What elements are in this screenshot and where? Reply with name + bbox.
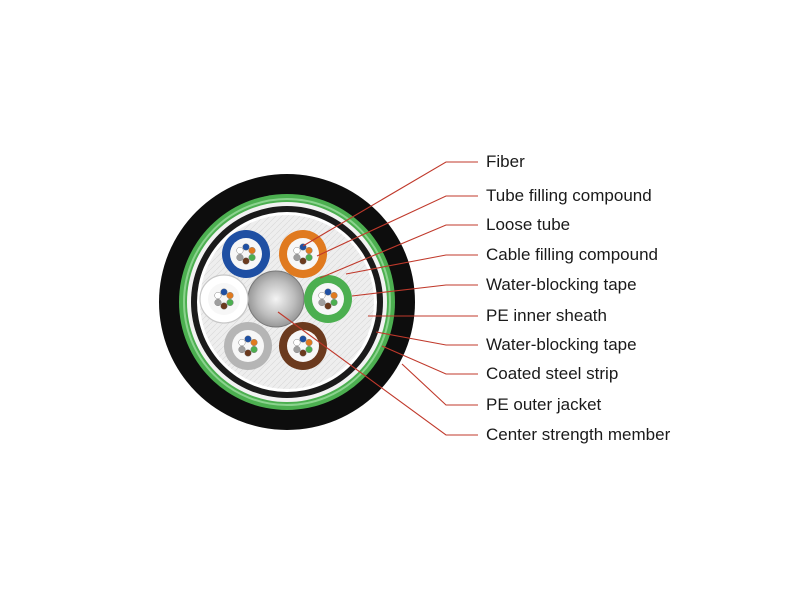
fiber (242, 243, 250, 251)
fiber (305, 246, 313, 255)
fiber (330, 291, 338, 300)
label-pe-outer-jacket: PE outer jacket (486, 395, 602, 414)
label-coated-steel-strip: Coated steel strip (486, 364, 619, 383)
fiber (293, 253, 301, 262)
leader-line (351, 284, 478, 297)
leader-line (302, 161, 478, 247)
fiber (226, 291, 234, 300)
fiber (293, 246, 301, 255)
fiber (242, 257, 250, 265)
fiber (299, 257, 307, 265)
fiber (293, 345, 301, 354)
tube-filling-compound (287, 330, 319, 362)
label-pe-inner-sheath: PE inner sheath (486, 306, 607, 325)
steel-strip-highlight (183, 198, 391, 406)
fiber (244, 335, 252, 343)
fiber (305, 338, 313, 347)
fiber (299, 349, 307, 357)
tube-filling-compound (208, 283, 240, 315)
leader-line (345, 254, 478, 275)
label-tube-filling-compound: Tube filling compound (486, 186, 652, 205)
fiber (250, 338, 258, 347)
fiber (214, 298, 222, 307)
fiber (226, 298, 234, 307)
leader-line (319, 224, 478, 279)
label-cable-filling-compound: Cable filling compound (486, 245, 658, 264)
label-loose-tube: Loose tube (486, 215, 571, 234)
label-center-strength-member: Center strength member (486, 425, 671, 444)
tube-filling-compound (232, 330, 264, 362)
fiber (248, 253, 256, 262)
tube-filling-compound (230, 238, 262, 270)
tube-filling-compound (287, 238, 319, 270)
label-water-blocking-tape-2: Water-blocking tape (486, 335, 637, 354)
leader-line (277, 311, 478, 436)
fiber (318, 298, 326, 307)
fiber (305, 345, 313, 354)
leader-line (316, 195, 478, 257)
loose-tubes-group (199, 230, 352, 370)
fiber (299, 335, 307, 343)
fiber (220, 302, 228, 310)
fiber (305, 253, 313, 262)
label-fiber: Fiber (486, 152, 525, 171)
fiber (248, 246, 256, 255)
fiber (318, 291, 326, 300)
leader-line (375, 331, 478, 346)
fiber (236, 246, 244, 255)
label-water-blocking-tape-1: Water-blocking tape (486, 275, 637, 294)
fiber (238, 345, 246, 354)
fiber (293, 338, 301, 347)
leader-lines-group (277, 161, 478, 436)
fiber (330, 298, 338, 307)
tube-filling-compound (312, 283, 344, 315)
fiber (236, 253, 244, 262)
fiber (238, 338, 246, 347)
fiber (250, 345, 258, 354)
leader-line (401, 363, 478, 406)
leader-line (381, 345, 478, 375)
fiber (244, 349, 252, 357)
fiber (324, 302, 332, 310)
center-strength-member (247, 270, 305, 328)
fiber (214, 291, 222, 300)
fiber (324, 288, 332, 296)
fiber (220, 288, 228, 296)
